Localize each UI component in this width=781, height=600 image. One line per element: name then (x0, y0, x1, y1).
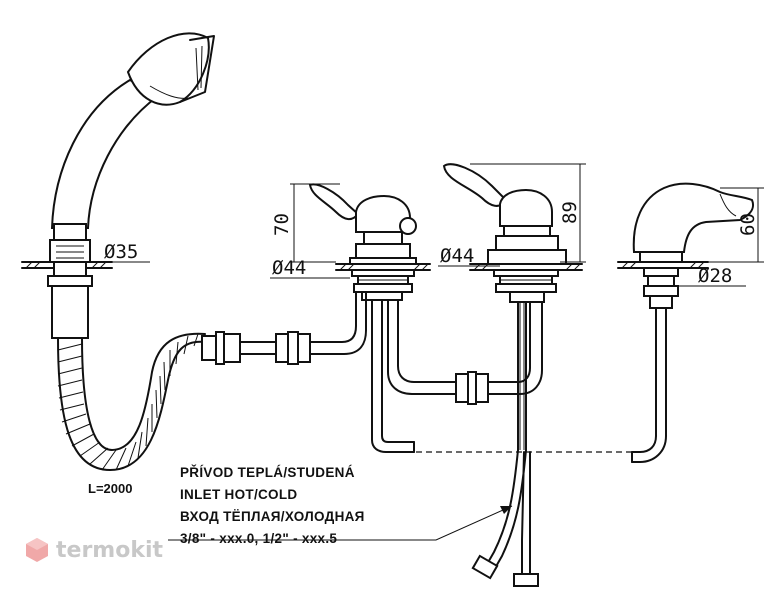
left-valve-shank (351, 269, 415, 301)
dim-text-44-right: Ø44 (440, 245, 474, 267)
left-valve (308, 183, 417, 265)
dim-spout-height: 60 (700, 187, 764, 263)
spout-shank (631, 267, 679, 463)
shower-holder (47, 223, 93, 339)
inlet-note-cz: PŘÍVOD TEPLÁ/STUDENÁ (180, 465, 355, 480)
dim-text-70: 70 (271, 213, 293, 236)
hand-shower (50, 32, 215, 229)
dim-text-28: Ø28 (698, 265, 732, 287)
dim-text-35: Ø35 (104, 241, 138, 263)
watermark: termokit (24, 536, 163, 564)
dim-left-valve-diameter: Ø44 (270, 257, 350, 279)
dim-left-valve-height: 70 (271, 183, 340, 263)
inlet-leader-line (168, 505, 513, 541)
supply-hoses (471, 449, 539, 587)
watermark-text: termokit (56, 537, 164, 563)
dim-spout-diameter: Ø28 (678, 265, 746, 287)
dim-right-valve-diameter: Ø44 (438, 245, 500, 267)
inlet-note-sizes: 3/8" - xxx.0, 1/2" - xxx.5 (180, 531, 338, 546)
inlet-note-ru: ВХОД ТЁПЛАЯ/ХОЛОДНАЯ (180, 509, 365, 524)
leader-arrow-icon (500, 506, 512, 514)
flexible-hose (57, 332, 206, 471)
dim-text-44-left: Ø44 (272, 257, 306, 279)
inlet-note-en: INLET HOT/COLD (180, 487, 298, 502)
spout (632, 182, 754, 263)
hose-length-label: L=2000 (88, 481, 132, 496)
right-valve (442, 163, 567, 265)
right-valve-shank (493, 269, 559, 303)
left-valve-pipes (309, 291, 457, 453)
hose-connectors (201, 331, 311, 365)
hexagon-logo-icon (26, 538, 48, 562)
dim-text-89: 89 (559, 201, 581, 224)
dim-handshower-diameter: Ø35 (86, 241, 150, 263)
dim-right-valve-height: 89 (470, 163, 586, 263)
dim-text-60: 60 (737, 213, 759, 236)
middle-connector (455, 371, 489, 405)
right-valve-pipes (487, 301, 543, 451)
